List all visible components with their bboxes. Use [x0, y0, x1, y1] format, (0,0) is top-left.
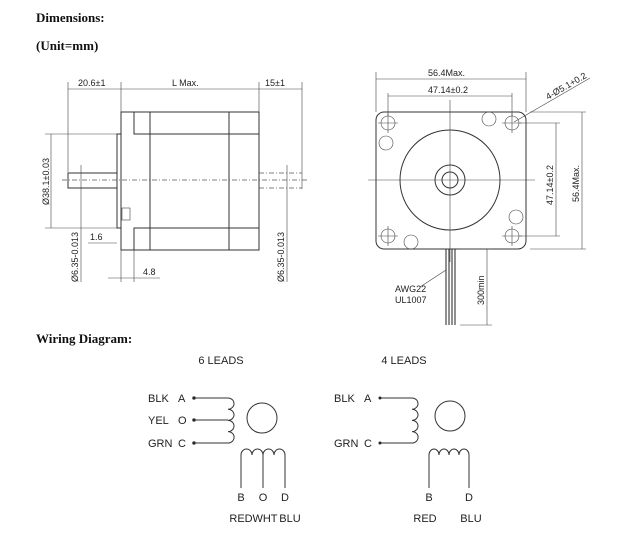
- wire-gauge-label: AWG22: [395, 284, 426, 294]
- hole-spacing-vertical-label: 47.14±0.2: [545, 165, 555, 205]
- six-leads-title: 6 LEADS: [198, 355, 243, 367]
- lead-color: BLU: [460, 513, 481, 525]
- unit-heading: (Unit=mm): [36, 38, 99, 53]
- holes-label: 4-Ø5.1+0.2: [544, 70, 588, 101]
- lead-color: GRN: [334, 438, 359, 450]
- lead-pin: B: [237, 492, 244, 504]
- flange-thickness-label: 1.6: [90, 232, 103, 242]
- lead-pin: O: [178, 415, 187, 427]
- side-view: 20.6±1 L Max. 15±1 Ø38.1±0.03 Ø6.35-0.01…: [41, 78, 308, 282]
- lead-length-label: 300min: [476, 275, 486, 305]
- hole-spacing-label: 47.14±0.2: [428, 85, 468, 95]
- dimensions-heading: Dimensions:: [36, 10, 105, 25]
- front-width-label: 56.4Max.: [428, 68, 465, 78]
- lead-color: BLK: [148, 393, 169, 405]
- wire-standard-label: UL1007: [395, 295, 427, 305]
- lead-color: WHT: [252, 513, 277, 525]
- lead-color: RED: [229, 513, 252, 525]
- lead-color: RED: [413, 513, 436, 525]
- front-view: 56.4Max. 47.14±0.2 4-Ø5.1+0.2 47.14±0.2 …: [368, 68, 591, 326]
- lead-pin: C: [178, 438, 186, 450]
- flange-diameter-label: Ø38.1±0.03: [41, 158, 51, 205]
- lead-pin: O: [259, 492, 268, 504]
- lead-pin: C: [364, 438, 372, 450]
- lead-color: GRN: [148, 438, 173, 450]
- six-lead-diagram: 6 LEADS BLK A YEL O GRN C B O D RED WHT …: [148, 355, 301, 525]
- lead-pin: D: [281, 492, 289, 504]
- shaft-diameter-label: Ø6.35-0.013: [70, 232, 80, 282]
- body-length-label: L Max.: [172, 78, 199, 88]
- four-lead-diagram: 4 LEADS BLK A GRN C B D RED BLU: [334, 355, 482, 525]
- lead-pin: A: [364, 393, 372, 405]
- boss-label: 4.8: [143, 267, 156, 277]
- shaft-length-label: 20.6±1: [78, 78, 105, 88]
- lead-pin: D: [465, 492, 473, 504]
- height-vertical-label: 56.4Max.: [571, 165, 581, 202]
- lead-pin: A: [178, 393, 186, 405]
- four-leads-title: 4 LEADS: [381, 355, 426, 367]
- rear-length-label: 15±1: [265, 78, 285, 88]
- lead-pin: B: [425, 492, 432, 504]
- rear-shaft-diameter-label: Ø6.35-0.013: [276, 232, 286, 282]
- lead-color: YEL: [148, 415, 169, 427]
- lead-color: BLK: [334, 393, 355, 405]
- lead-color: BLU: [279, 513, 300, 525]
- wiring-heading: Wiring Diagram:: [36, 331, 133, 346]
